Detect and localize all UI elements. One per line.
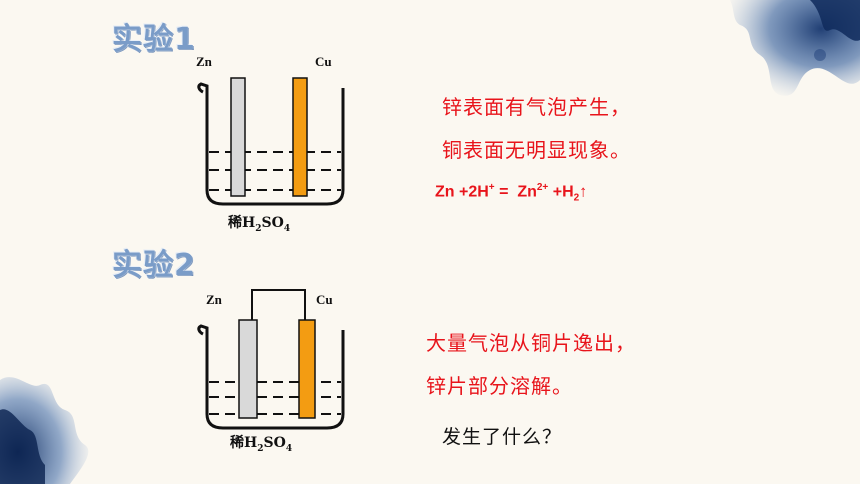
ink-wash-decoration-bottom-left xyxy=(0,377,89,484)
solution-label-experiment2: 稀H2SO4 xyxy=(230,435,293,454)
copper-electrode xyxy=(292,77,308,197)
reaction-equation: Zn +2H+ = Zn2+ +H2↑ xyxy=(435,182,588,204)
question-text: 发生了什么？ xyxy=(442,426,563,448)
cu-electrode-label: Cu xyxy=(316,292,333,307)
experiment1-observation-line2: 铜表面无明显现象。 xyxy=(442,138,631,162)
experiment1-heading: 实验1 xyxy=(112,22,196,57)
zn-electrode-label: Zn xyxy=(206,292,222,307)
solution-label-experiment1: 稀H2SO4 xyxy=(228,215,291,234)
solution-level-lines xyxy=(209,381,341,415)
connecting-wire xyxy=(251,289,306,320)
zinc-electrode xyxy=(238,319,258,419)
experiment2-observation-line1: 大量气泡从铜片逸出， xyxy=(426,331,636,355)
solution-level-lines xyxy=(209,151,341,191)
beaker-outline xyxy=(197,324,345,430)
copper-electrode xyxy=(298,319,316,419)
experiment2-heading: 实验2 xyxy=(112,248,196,283)
beaker-experiment2 xyxy=(197,289,345,430)
experiment1-observation-line1: 锌表面有气泡产生， xyxy=(442,95,631,119)
zn-electrode-label: Zn xyxy=(196,54,212,69)
cu-electrode-label: Cu xyxy=(315,54,332,69)
experiment2-observation-line2: 锌片部分溶解。 xyxy=(426,374,573,398)
ink-wash-decoration-top-right xyxy=(730,0,860,96)
zinc-electrode xyxy=(230,77,246,197)
beaker-experiment1 xyxy=(197,77,345,206)
beaker-outline xyxy=(197,82,345,206)
